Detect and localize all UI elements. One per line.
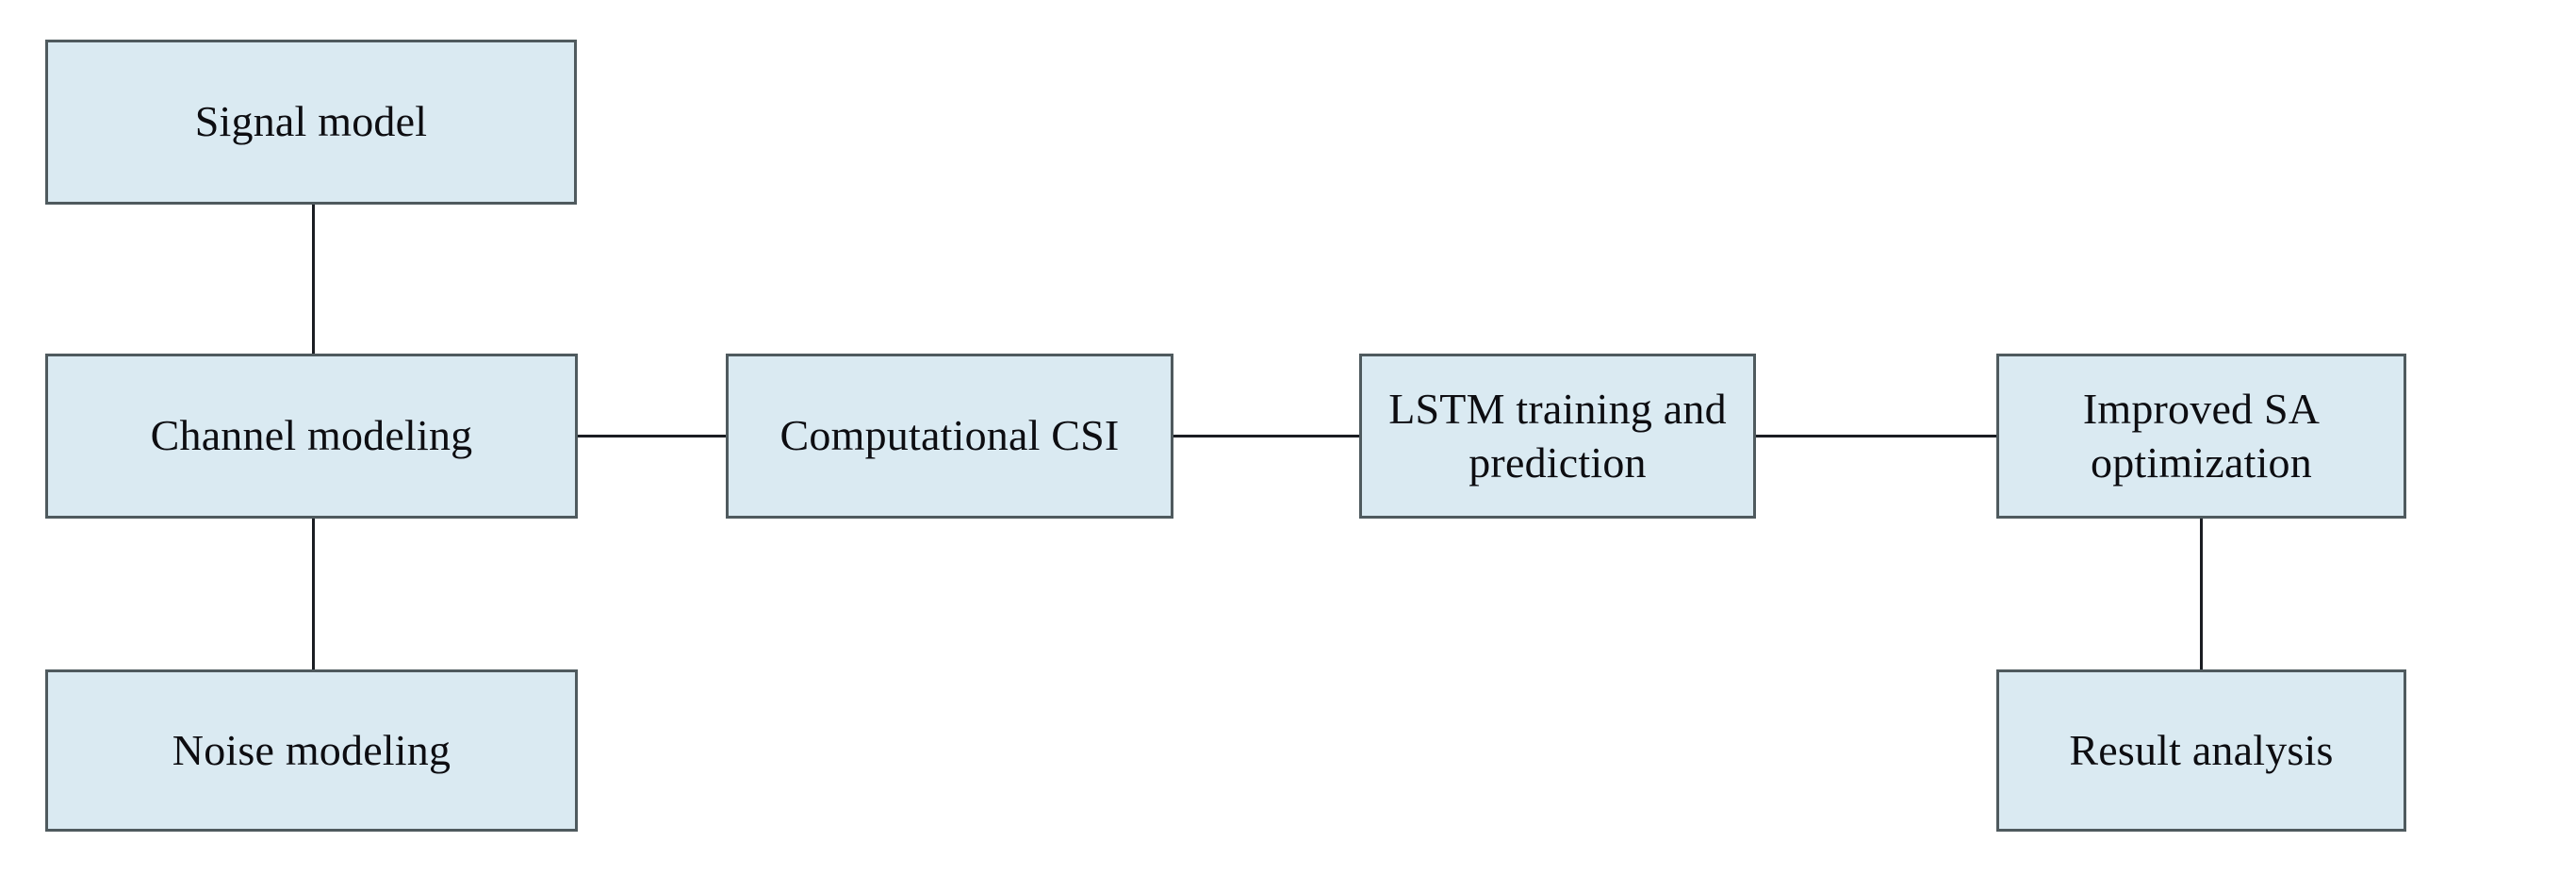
connector-channel-modeling-to-computational-csi <box>578 435 726 438</box>
node-channel-modeling[interactable]: Channel modeling <box>45 354 578 519</box>
node-noise-modeling[interactable]: Noise modeling <box>45 669 578 832</box>
node-label-result-analysis: Result analysis <box>2069 725 2334 774</box>
node-signal-model[interactable]: Signal model <box>45 40 577 205</box>
node-label-computational-csi: Computational CSI <box>779 411 1120 460</box>
node-computational-csi[interactable]: Computational CSI <box>726 354 1173 519</box>
connector-signal-model-to-channel-modeling <box>312 205 315 354</box>
connector-lstm-to-improved-sa <box>1756 435 1996 438</box>
node-improved-sa-optimization[interactable]: Improved SA optimization <box>1996 354 2406 519</box>
node-label-improved-sa-optimization: Improved SA optimization <box>2082 385 2321 487</box>
node-label-lstm-training-and-prediction: LSTM training and prediction <box>1388 385 1727 487</box>
node-label-noise-modeling: Noise modeling <box>172 725 451 774</box>
connector-improved-sa-to-result-analysis <box>2200 519 2203 669</box>
node-label-signal-model: Signal model <box>194 97 428 146</box>
node-label-channel-modeling: Channel modeling <box>150 411 473 460</box>
connector-channel-modeling-to-noise-modeling <box>312 519 315 669</box>
node-lstm-training-and-prediction[interactable]: LSTM training and prediction <box>1359 354 1756 519</box>
connector-computational-csi-to-lstm <box>1173 435 1359 438</box>
node-result-analysis[interactable]: Result analysis <box>1996 669 2406 832</box>
